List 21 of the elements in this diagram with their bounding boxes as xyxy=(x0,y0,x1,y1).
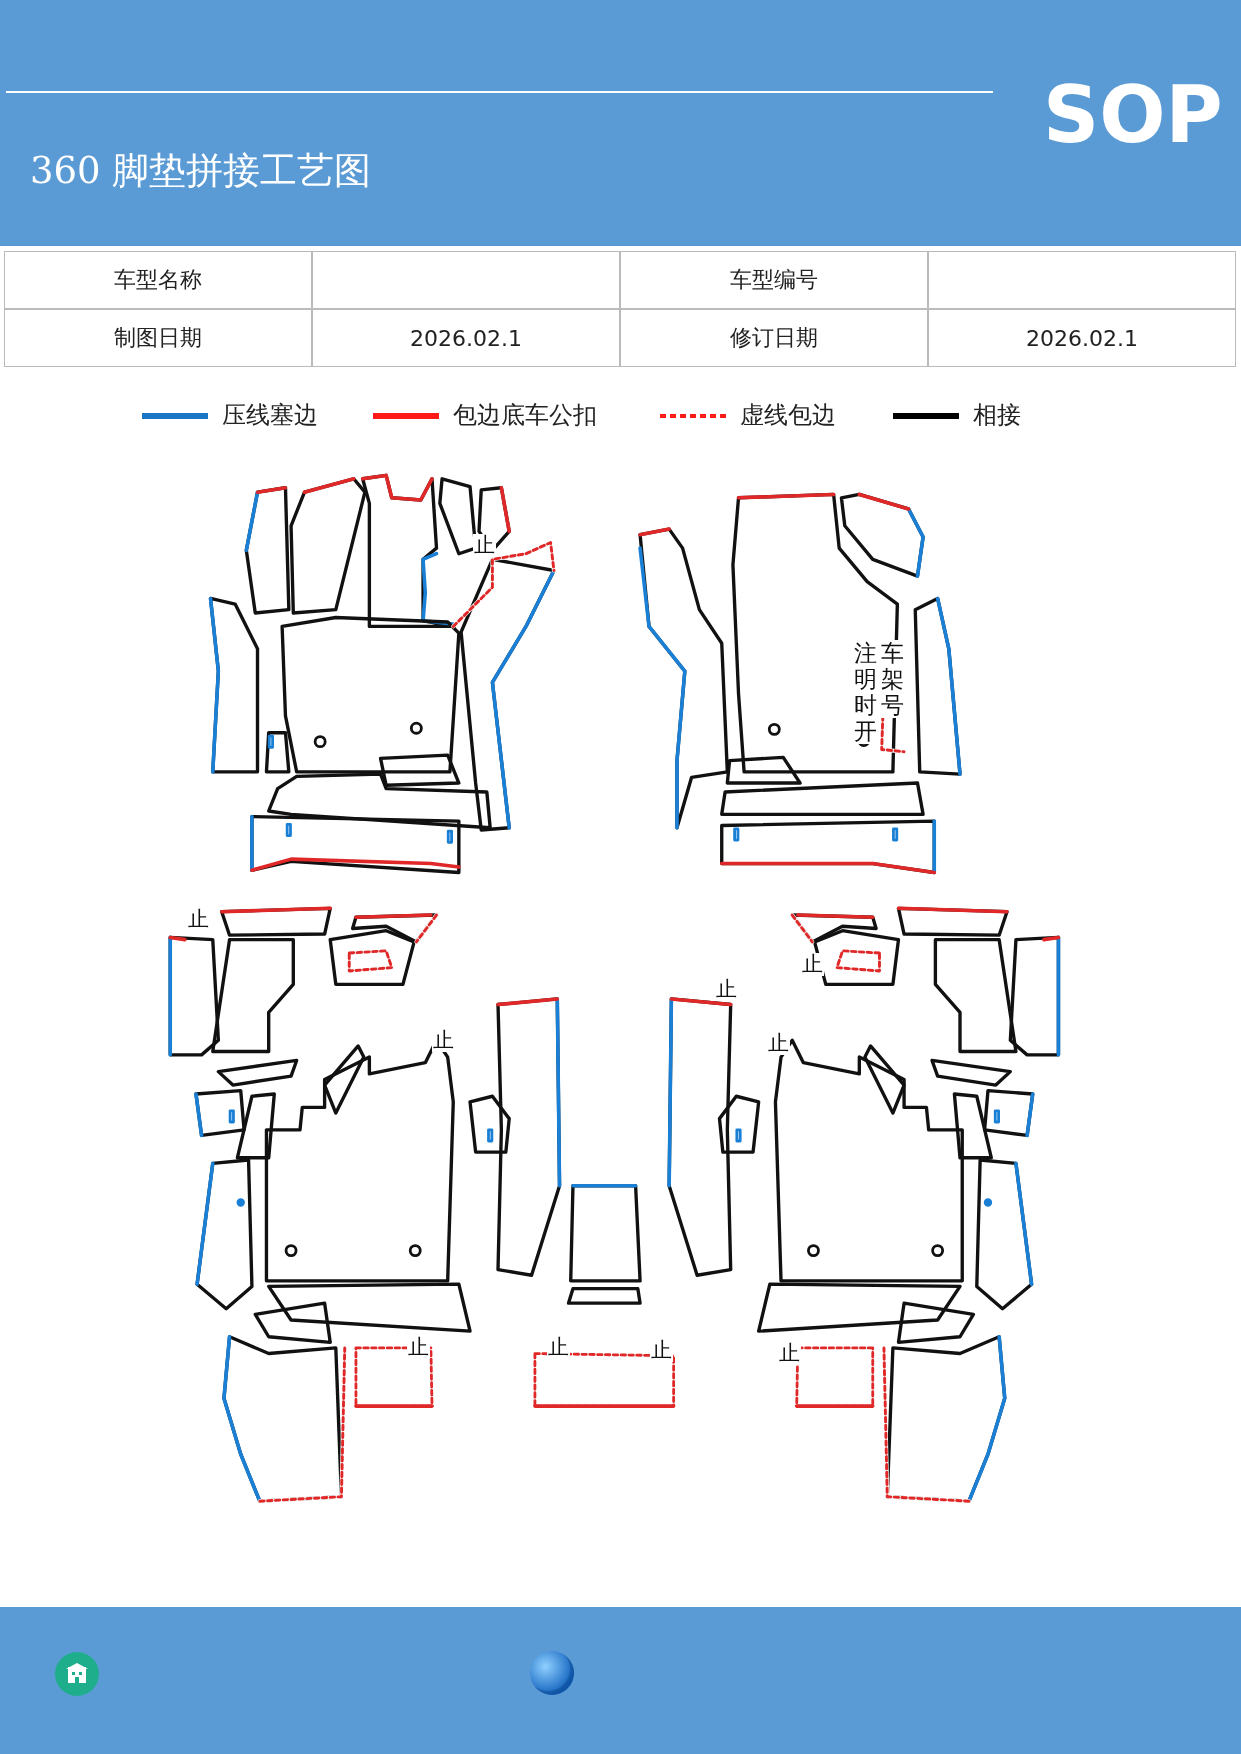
vertical-note: 车架号 xyxy=(879,640,906,719)
table-cell: 车型编号 xyxy=(620,251,928,309)
legend-label: 包边底车公扣 xyxy=(453,400,597,431)
stop-mark: 止 xyxy=(186,907,210,931)
legend-label: 相接 xyxy=(973,400,1021,431)
sop-label: SOP xyxy=(1043,70,1223,160)
table-cell: 2026.02.1 xyxy=(928,309,1236,367)
legend-label: 压线塞边 xyxy=(222,400,318,431)
table-cell: 车型名称 xyxy=(4,251,312,309)
table-cell: 制图日期 xyxy=(4,309,312,367)
stop-mark: 止 xyxy=(407,1336,431,1360)
table-cell: 2026.02.1 xyxy=(312,309,620,367)
stop-mark: 止 xyxy=(777,1342,801,1365)
stop-mark: 止 xyxy=(766,1032,790,1056)
table-cell: 修订日期 xyxy=(620,309,928,367)
stop-mark: 止 xyxy=(801,952,825,976)
legend-label: 虚线包边 xyxy=(740,400,836,431)
stop-mark: 止 xyxy=(650,1338,674,1362)
vertical-note: 注明时开 xyxy=(852,640,879,745)
stop-mark: 止 xyxy=(432,1028,455,1052)
title: 360 脚垫拼接工艺图 xyxy=(30,148,372,194)
